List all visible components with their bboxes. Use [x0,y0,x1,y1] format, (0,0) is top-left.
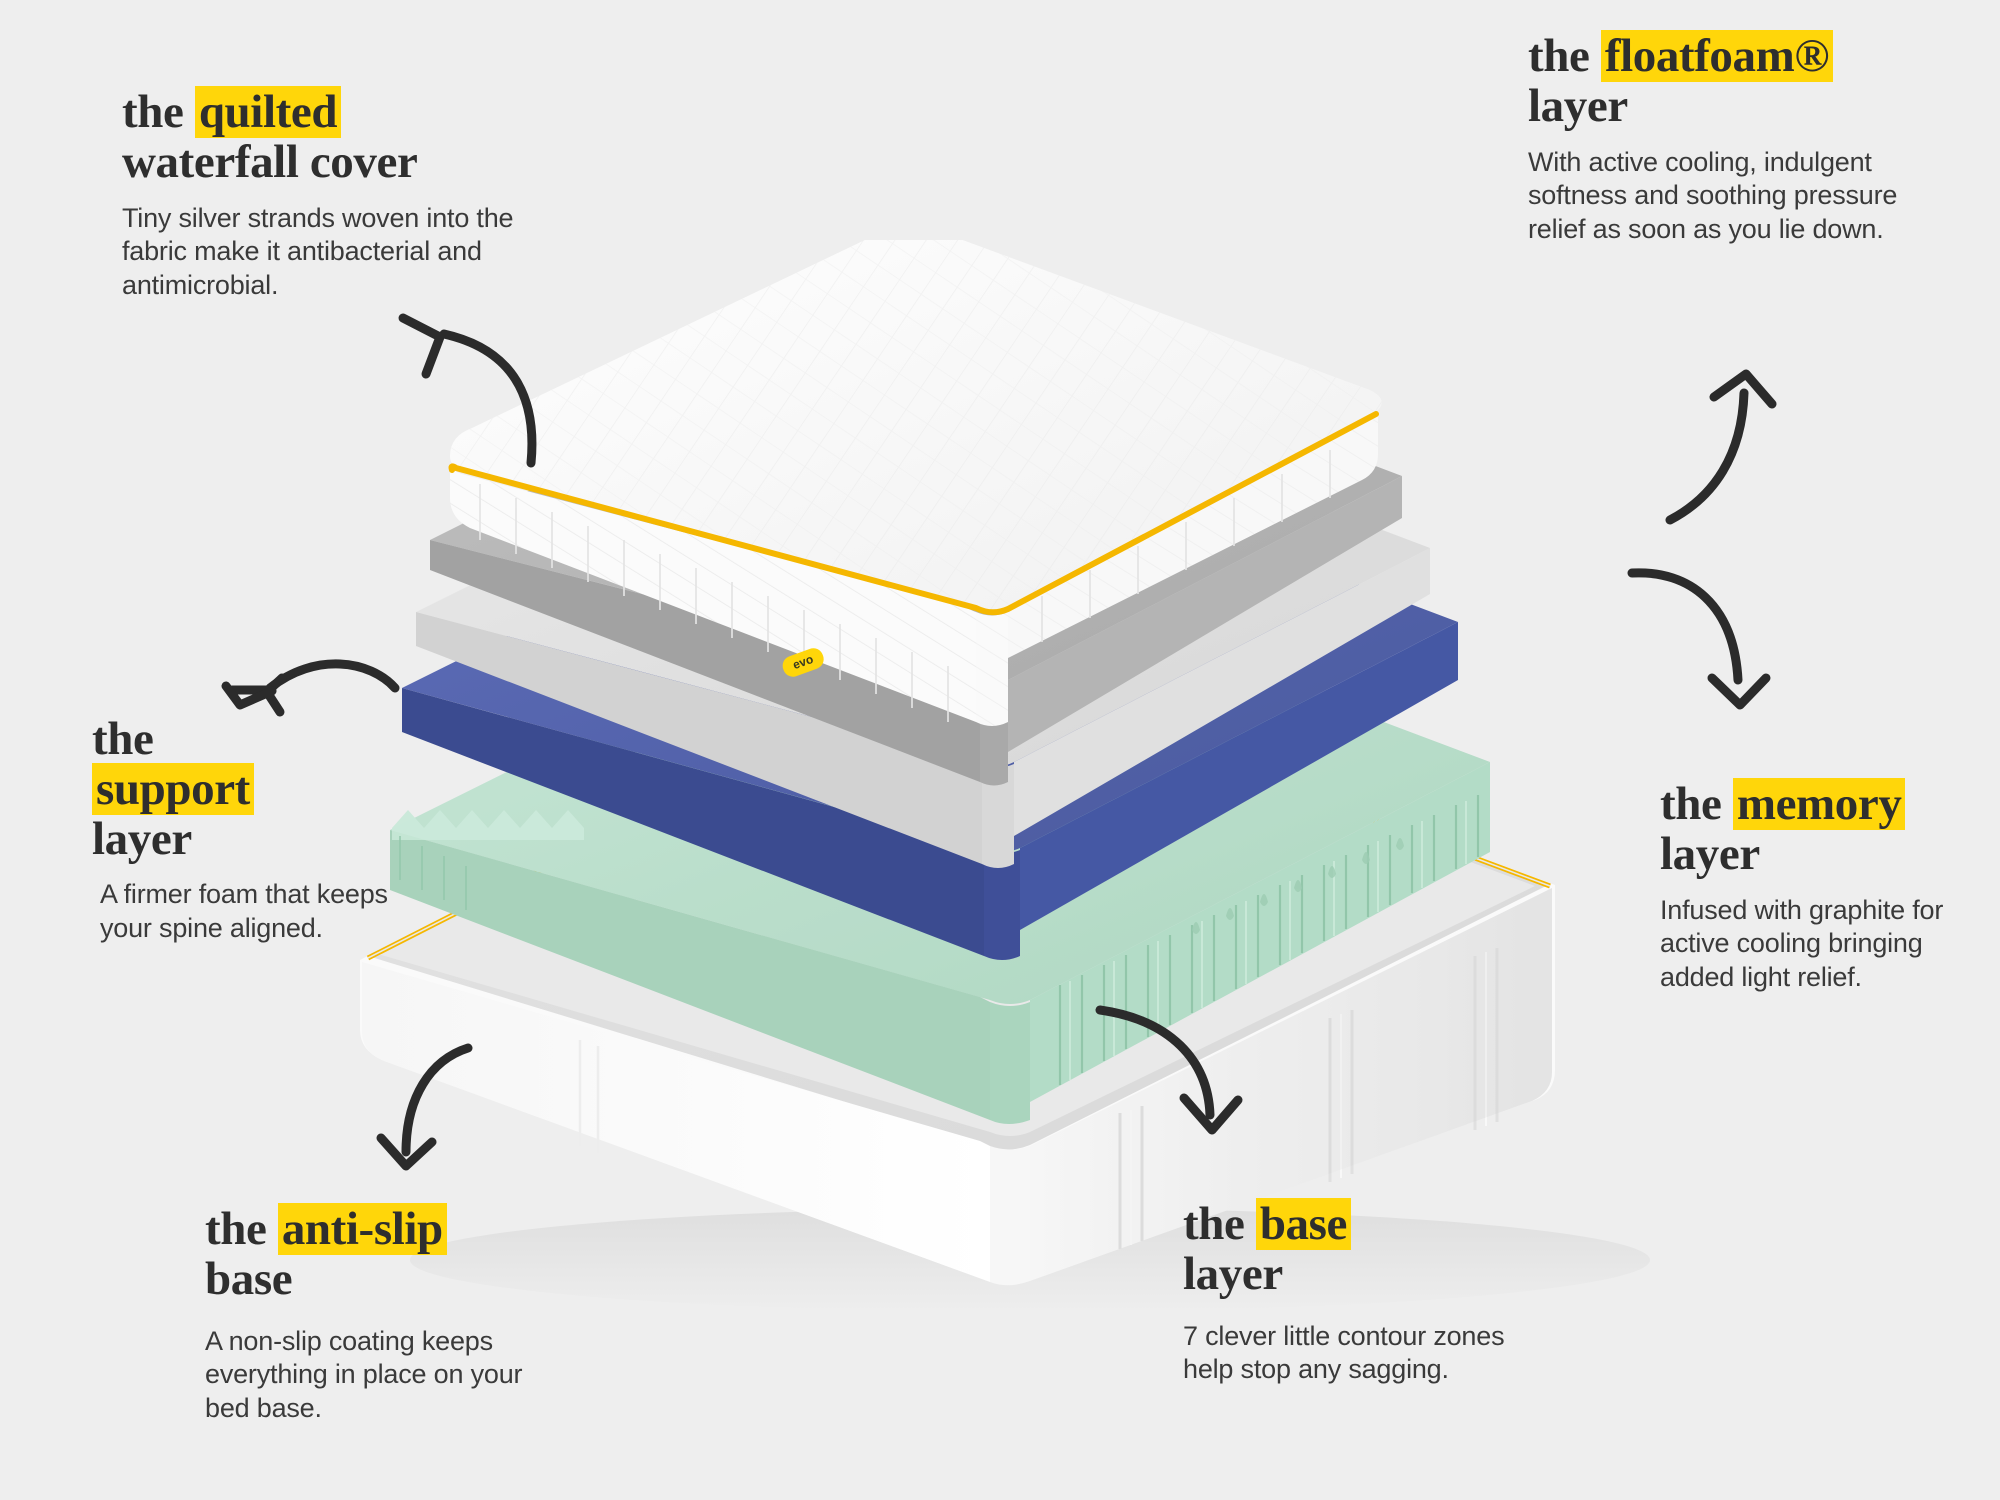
mattress-exploded-illustration: evo [330,240,1700,1320]
title-suffix: layer [92,812,192,865]
title-suffix: layer [1528,79,1628,132]
callout-body: A non-slip coating keeps everything in p… [205,1325,523,1423]
contour-zone-seams [1118,948,1499,1249]
title-highlight: memory [1732,778,1906,830]
callout-body: Tiny silver strands woven into the fabri… [122,202,514,300]
title-prefix: the [92,713,154,765]
title-highlight: support [92,762,254,815]
callout-title: the floatfoam®layer [1528,30,1948,132]
contour-cut-marks [1192,838,1404,934]
title-suffix: waterfall cover [122,135,418,188]
title-suffix: base [205,1252,293,1305]
title-highlight: anti-slip [277,1203,447,1255]
title-highlight: quilted [194,86,342,138]
callout-body: 7 clever little contour zones help stop … [1183,1320,1505,1385]
title-prefix: the [1528,30,1601,82]
title-suffix: layer [1183,1247,1283,1300]
layer-quilted-cover: evo [448,240,1382,726]
callout-floatfoam-layer: the floatfoam®layer With active cooling,… [1528,30,1948,246]
title-prefix: the [1660,778,1733,830]
mint-right-grooves [1058,795,1480,1085]
evo-brand-badge: evo [782,648,824,677]
mint-left-sawtooth [392,810,584,840]
title-prefix: the [205,1203,278,1255]
callout-body: A firmer foam that keeps your spine alig… [100,879,388,943]
title-suffix: layer [1660,827,1760,880]
callout-body: Infused with graphite for active cooling… [1660,894,1944,992]
title-prefix: the [1183,1198,1256,1250]
callout-body: With active cooling, indulgent softness … [1528,146,1898,244]
quilt-stitching [479,450,1331,722]
title-highlight: base [1255,1198,1352,1250]
title-prefix: the [122,86,195,138]
evo-badge-label: evo [791,652,815,672]
title-highlight: floatfoam® [1600,30,1834,82]
